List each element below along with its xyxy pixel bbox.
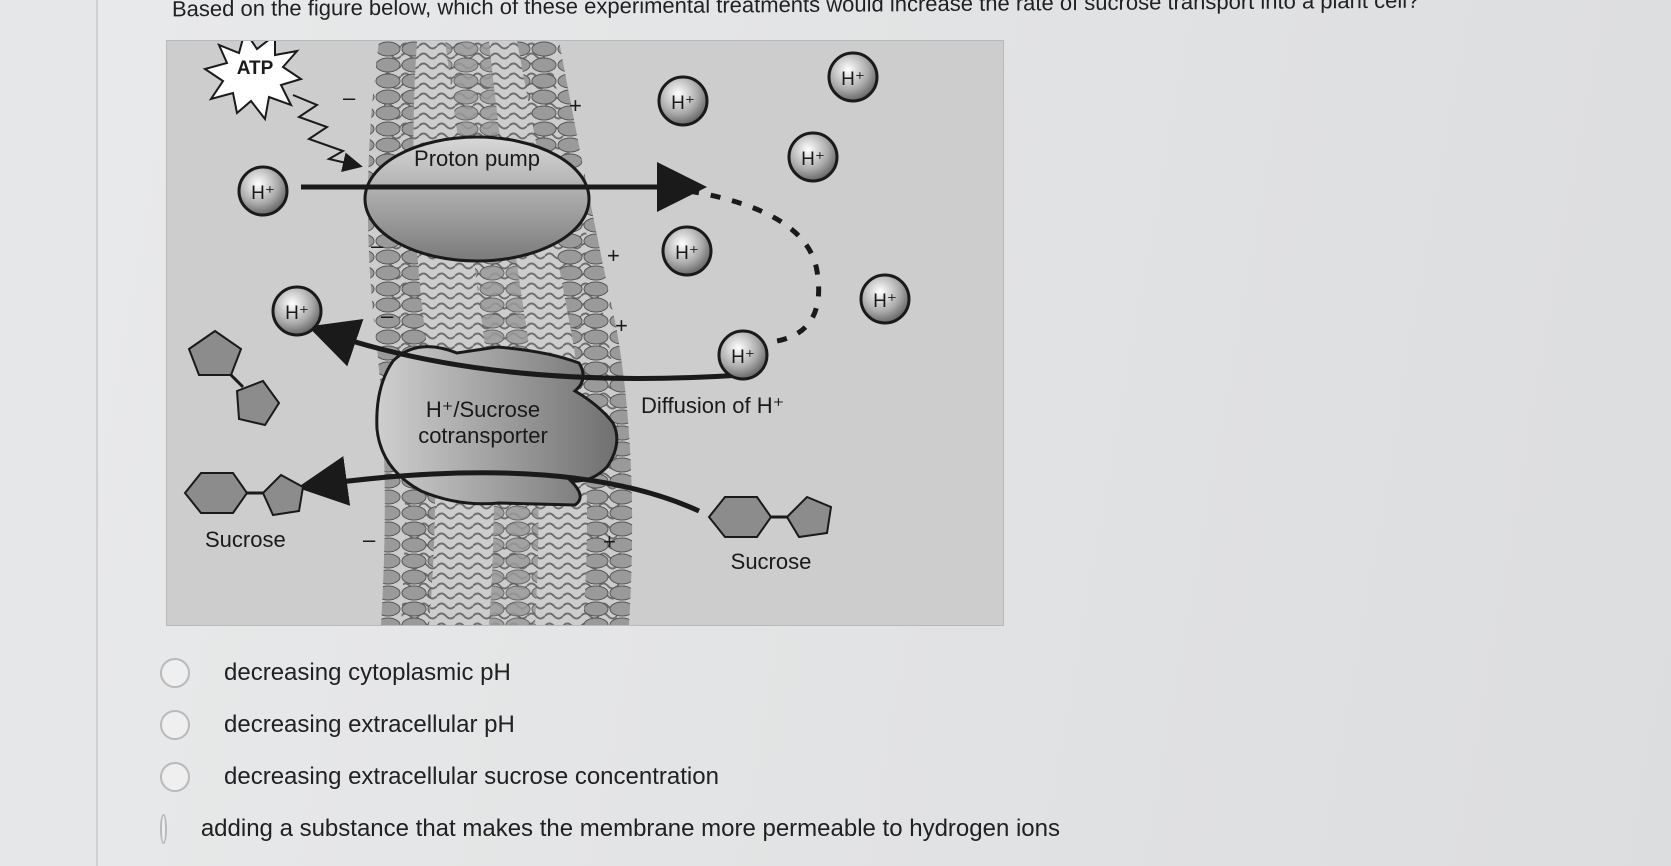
radio-button[interactable] — [160, 658, 190, 688]
cotransporter-label-2: cotransporter — [418, 423, 548, 448]
sucrose-molecule-right — [707, 495, 833, 539]
option-decreasing-cytoplasmic-ph[interactable]: decreasing cytoplasmic pH — [160, 650, 1060, 696]
sucrose-molecule-left-inside — [187, 329, 281, 427]
charge-minus: – — [343, 85, 356, 110]
hydrogen-ion: H⁺ — [859, 273, 911, 325]
svg-text:H⁺: H⁺ — [251, 183, 275, 204]
proton-pump — [363, 135, 591, 263]
sucrose-label-outside: Sucrose — [731, 549, 812, 574]
sucrose-cotransport-arrow — [297, 456, 701, 514]
svg-text:H⁺: H⁺ — [285, 303, 309, 324]
svg-text:H⁺: H⁺ — [801, 149, 825, 170]
atp-burst: ATP — [202, 41, 304, 122]
sucrose-molecule-left — [183, 472, 305, 517]
hydrogen-ion: H⁺ — [657, 75, 709, 127]
charge-plus: + — [569, 93, 582, 118]
svg-text:H⁺: H⁺ — [675, 243, 699, 264]
hplus-cotransport-arrow — [308, 319, 743, 381]
option-label: adding a substance that makes the membra… — [200, 815, 1060, 842]
hydrogen-ion: H⁺ — [661, 225, 713, 277]
proton-pump-label: Proton pump — [414, 146, 540, 171]
question-text: Based on the figure below, which of thes… — [172, 0, 1420, 22]
option-decreasing-extracellular-ph[interactable]: decreasing extracellular pH — [160, 702, 1060, 748]
hydrogen-ion: H⁺ — [717, 329, 769, 381]
option-label: decreasing cytoplasmic pH — [224, 659, 511, 686]
radio-button[interactable] — [160, 710, 190, 740]
charge-plus: + — [607, 243, 620, 268]
diffusion-dashed-path — [688, 188, 822, 344]
hydrogen-ion: H⁺ — [787, 131, 839, 183]
cotransporter-label-1: H⁺/Sucrose — [426, 397, 540, 422]
lipid-bilayer — [367, 41, 633, 625]
charge-minus: – — [371, 233, 384, 258]
sucrose-label-inside: Sucrose — [205, 527, 286, 552]
left-panel — [0, 0, 98, 866]
charge-plus: + — [603, 529, 616, 554]
diffusion-label: Diffusion of H⁺ — [641, 393, 784, 418]
option-label: decreasing extracellular sucrose concent… — [224, 763, 719, 790]
option-membrane-permeable[interactable]: adding a substance that makes the membra… — [160, 806, 1060, 852]
charge-minus: – — [381, 303, 394, 328]
option-label: decreasing extracellular pH — [224, 711, 515, 738]
membrane-figure: ATP Proton pump H⁺/Sucrose cotransporter… — [166, 40, 1004, 626]
atp-label: ATP — [237, 58, 274, 79]
energy-bolt — [292, 94, 363, 173]
svg-text:H⁺: H⁺ — [873, 291, 897, 312]
charge-plus: + — [615, 313, 628, 338]
svg-text:H⁺: H⁺ — [671, 93, 695, 114]
option-decreasing-extracellular-sucrose[interactable]: decreasing extracellular sucrose concent… — [160, 754, 1060, 800]
svg-text:H⁺: H⁺ — [841, 69, 865, 90]
hydrogen-ion: H⁺ — [271, 285, 323, 337]
radio-button[interactable] — [160, 814, 167, 844]
radio-button[interactable] — [160, 762, 190, 792]
cotransporter — [375, 345, 619, 507]
hydrogen-ion: H⁺ — [237, 165, 289, 217]
svg-text:H⁺: H⁺ — [731, 347, 755, 368]
hydrogen-ion: H⁺ — [827, 51, 879, 103]
charge-minus: – — [363, 527, 376, 552]
